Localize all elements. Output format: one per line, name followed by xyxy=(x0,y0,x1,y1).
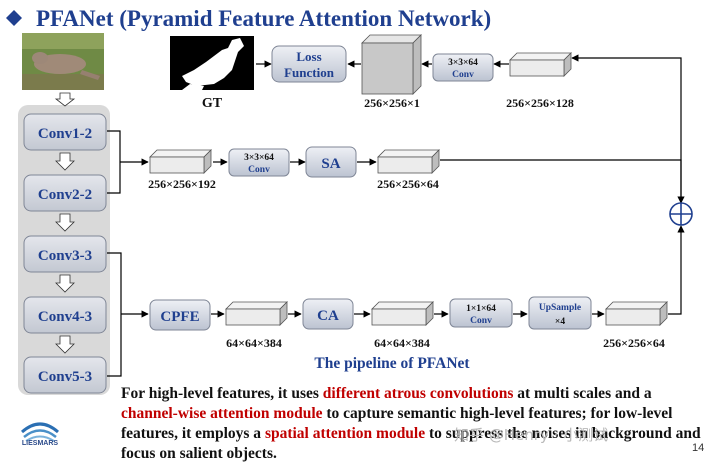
svg-text:CA: CA xyxy=(317,308,339,324)
add-operator-icon xyxy=(669,202,693,226)
svg-text:Conv4-3: Conv4-3 xyxy=(38,309,92,325)
dim-low-output: 256×256×64 xyxy=(603,336,665,350)
svg-text:UpSample: UpSample xyxy=(539,303,581,313)
conv3-3-block: Conv3-3 xyxy=(23,235,107,273)
cpfe-block: CPFE xyxy=(149,299,211,331)
conv-3x3-top-block: 3×3×64 Conv xyxy=(432,53,494,82)
feature-map-low-cpfe xyxy=(225,301,288,326)
high-level-bracket xyxy=(107,252,148,377)
down-arrow-icon xyxy=(54,92,76,354)
gt-mask-image xyxy=(170,36,254,90)
feature-map-mid-out xyxy=(377,149,440,174)
dim-top-output: 256×256×1 xyxy=(364,96,420,110)
svg-text:Function: Function xyxy=(284,65,335,80)
svg-text:CPFE: CPFE xyxy=(160,309,199,325)
low-level-bracket xyxy=(107,130,148,194)
dim-mid-input: 256×256×192 xyxy=(148,177,216,191)
conv-3x3-mid-block: 3×3×64 Conv xyxy=(228,148,290,177)
logo-text: LIESMARS xyxy=(21,440,59,447)
conv4-3-block: Conv4-3 xyxy=(23,296,107,334)
feature-map-low-ca xyxy=(371,301,434,326)
svg-text:×4: ×4 xyxy=(555,317,565,327)
title-diamond-icon xyxy=(6,10,22,26)
dim-top-input: 256×256×128 xyxy=(506,96,574,110)
svg-text:Conv5-3: Conv5-3 xyxy=(38,369,92,385)
pipeline-caption: The pipeline of PFANet xyxy=(314,355,470,372)
svg-text:Conv: Conv xyxy=(452,70,474,80)
gt-label: GT xyxy=(202,96,223,111)
svg-text:3×3×64: 3×3×64 xyxy=(448,58,478,68)
saliency-output-map xyxy=(361,34,422,95)
dim-low-ca: 64×64×384 xyxy=(374,336,430,350)
conv1-2-block: Conv1-2 xyxy=(23,113,107,151)
svg-text:Conv3-3: Conv3-3 xyxy=(38,248,92,264)
svg-text:1×1×64: 1×1×64 xyxy=(466,304,496,314)
feature-map-low-out xyxy=(605,301,668,326)
svg-text:Loss: Loss xyxy=(296,49,321,64)
dim-low-cpfe: 64×64×384 xyxy=(226,336,282,350)
svg-text:3×3×64: 3×3×64 xyxy=(244,153,274,163)
sa-block: SA xyxy=(305,146,357,178)
svg-text:Conv1-2: Conv1-2 xyxy=(38,126,92,142)
input-image xyxy=(22,33,104,90)
svg-text:Conv: Conv xyxy=(248,165,270,175)
slide-title: PFANet (Pyramid Feature Attention Networ… xyxy=(36,6,491,31)
feature-map-mid-in xyxy=(149,149,212,174)
conv-1x1-block: 1×1×64 Conv xyxy=(449,298,513,328)
loss-function-block: Loss Function xyxy=(271,45,347,83)
ca-block: CA xyxy=(302,298,354,330)
watermark: 知乎 @Henry · 小测试 xyxy=(454,426,609,444)
conv5-3-block: Conv5-3 xyxy=(23,356,107,394)
conv2-2-block: Conv2-2 xyxy=(23,174,107,212)
feature-map-top xyxy=(509,52,572,77)
svg-text:SA: SA xyxy=(321,156,340,172)
page-number: 14 xyxy=(692,442,705,454)
liesmars-logo-icon xyxy=(21,422,59,442)
svg-text:Conv: Conv xyxy=(470,316,492,326)
upsample-block: UpSample ×4 xyxy=(528,296,592,330)
description-text: For high-level features, it uses differe… xyxy=(121,385,701,462)
dim-mid-output: 256×256×64 xyxy=(377,177,439,191)
svg-text:Conv2-2: Conv2-2 xyxy=(38,187,92,203)
